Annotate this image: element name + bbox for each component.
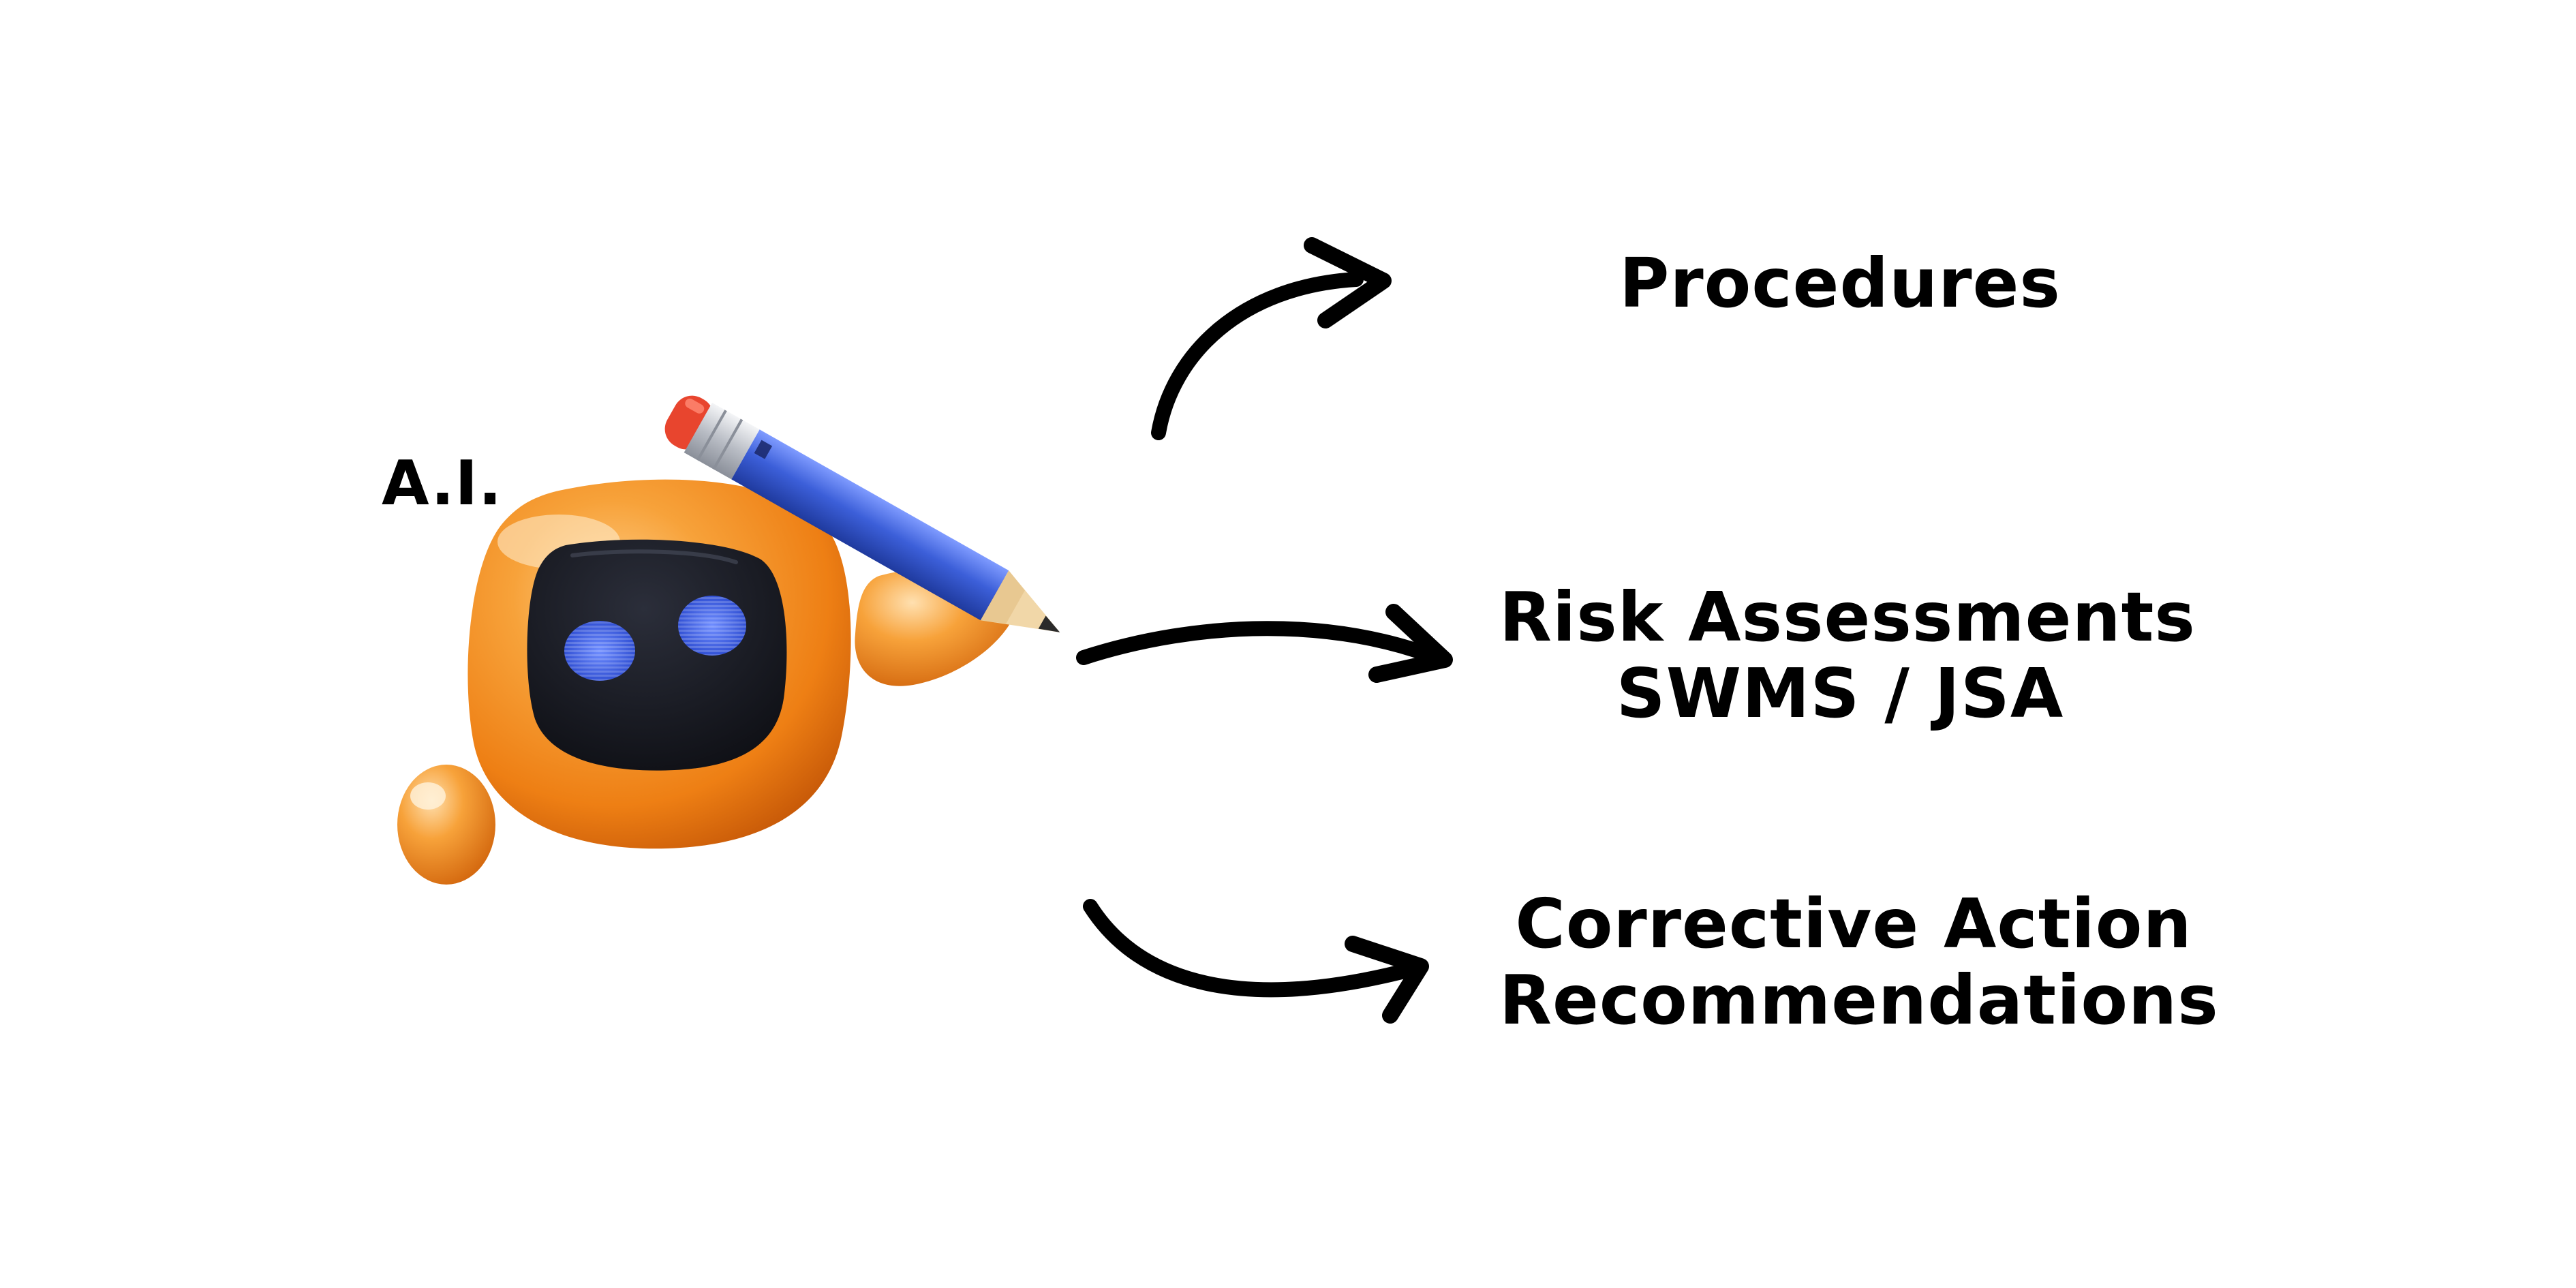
arrow-to-corrective-action xyxy=(1083,899,1429,1024)
output-label-line: Risk Assessments xyxy=(1499,577,2196,657)
output-label-line: Corrective Action xyxy=(1515,884,2192,964)
arrow-to-risk-assessments xyxy=(1076,604,1453,683)
robot-eyes xyxy=(564,596,746,681)
output-label-risk-assessments: Risk Assessments SWMS / JSA xyxy=(1499,577,2196,733)
output-label-corrective-action: Corrective Action Recommendations xyxy=(1499,884,2219,1040)
pencil-icon xyxy=(664,395,1060,632)
source-label: A.I. xyxy=(382,448,503,519)
robot-head xyxy=(467,479,851,849)
output-label-line: SWMS / JSA xyxy=(1616,654,2064,733)
robot-orb xyxy=(397,765,495,885)
output-label-procedures: Procedures xyxy=(1567,245,2113,322)
output-label-line: Procedures xyxy=(1619,243,2061,323)
robot-icon xyxy=(397,395,1060,885)
output-label-line: Recommendations xyxy=(1499,960,2219,1040)
arrow-to-procedures xyxy=(1151,237,1392,440)
